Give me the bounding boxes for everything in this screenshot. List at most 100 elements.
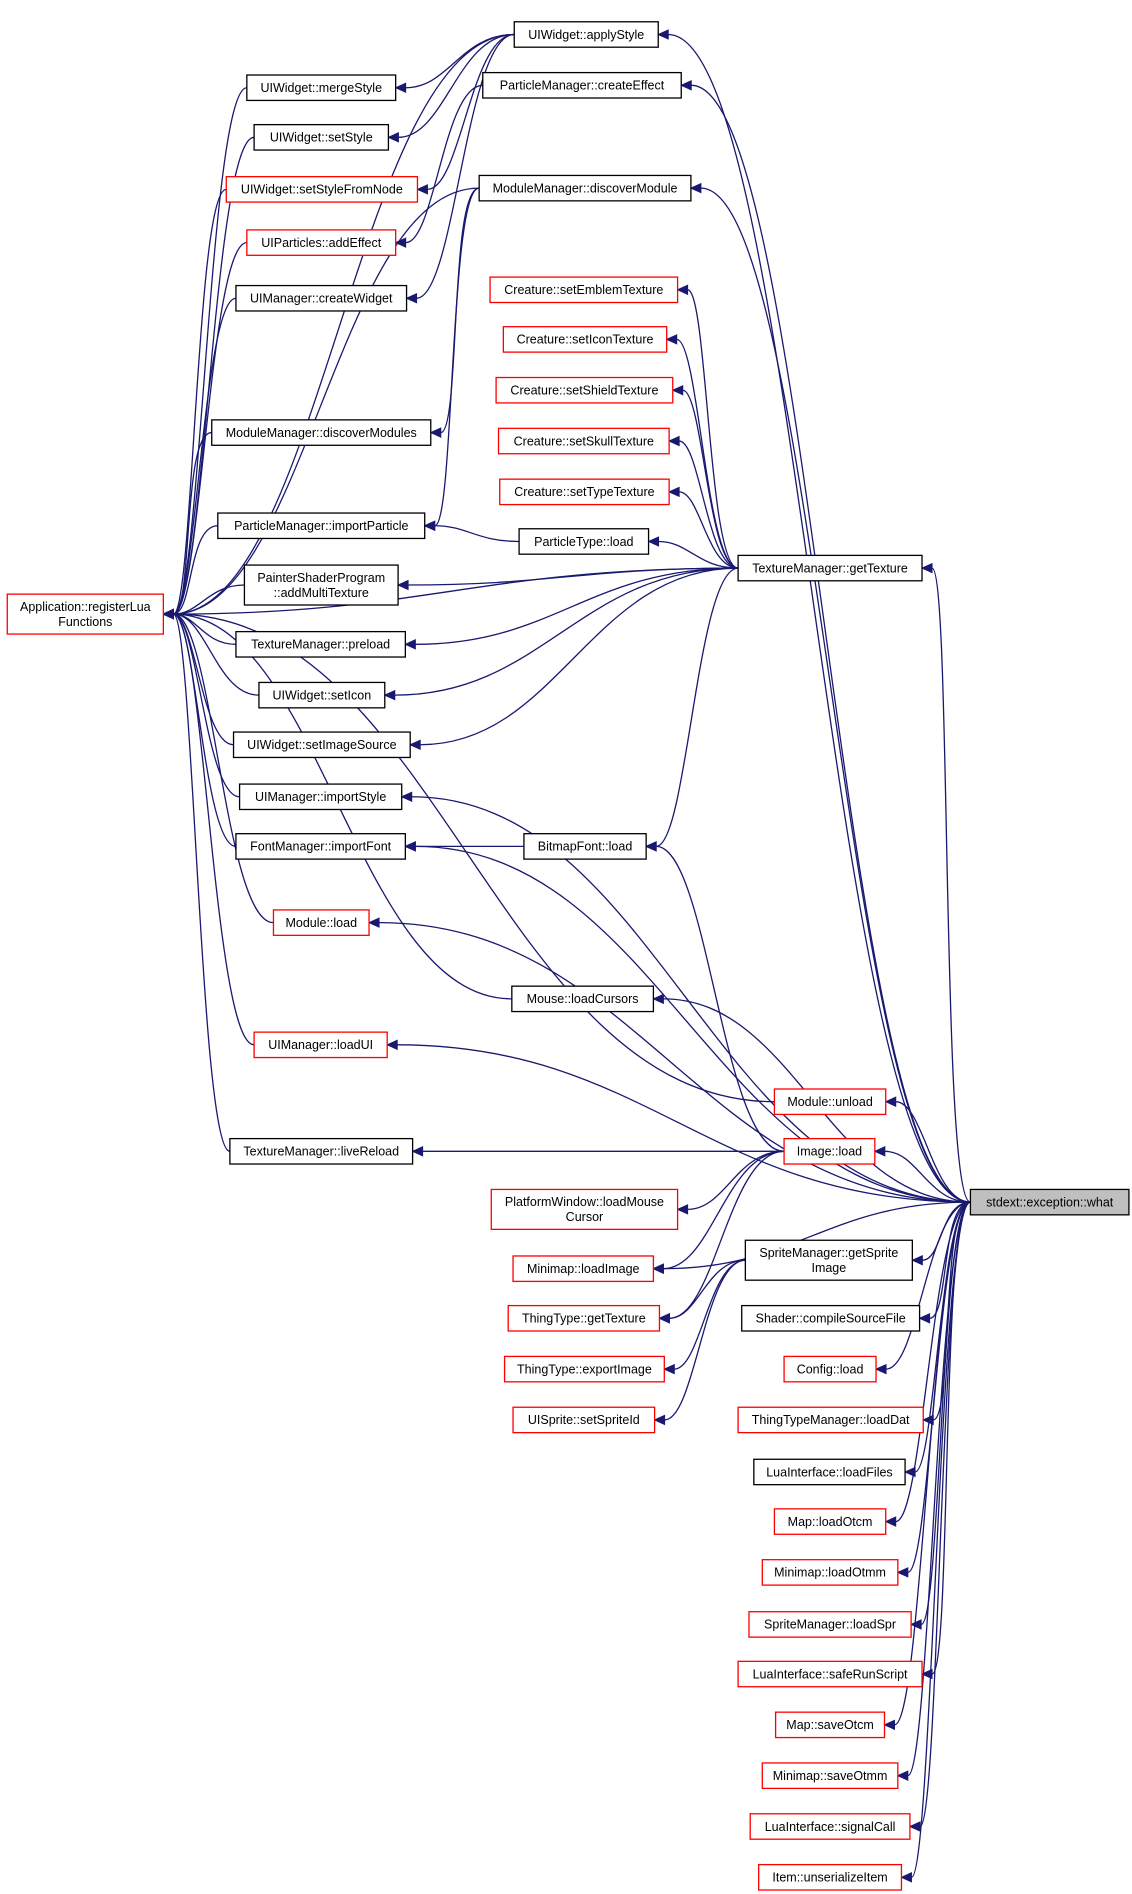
node-fontmanager-importfont[interactable]: FontManager::importFont [235, 833, 406, 860]
node-thingtype-gettexture[interactable]: ThingType::getTexture [507, 1304, 661, 1332]
node-box [744, 1239, 913, 1281]
node-thingtypemanager-loaddat[interactable]: ThingTypeManager::loadDat [737, 1406, 924, 1434]
node-luainterface-loadfiles[interactable]: LuaInterface::loadFiles [753, 1458, 906, 1486]
edge-uiwidget-setimagesource-to-texturemanager-gettexture [420, 567, 739, 746]
edge-minimap-loadimage-to-image-load [663, 1150, 785, 1270]
node-label: UIWidget::setImageSource [247, 738, 396, 752]
node-label: UIWidget::setIcon [273, 688, 372, 702]
node-box [489, 276, 679, 304]
node-texturemanager-livereload[interactable]: TextureManager::liveReload [229, 1137, 414, 1165]
node-luainterface-saferunscript[interactable]: LuaInterface::safeRunScript [737, 1660, 923, 1688]
node-minimap-loadimage[interactable]: Minimap::loadImage [512, 1255, 655, 1283]
node-paintershaderprogram-addmultitexture[interactable]: PainterShaderProgram::addMultiTexture [243, 564, 399, 606]
node-box [499, 478, 670, 506]
node-uiwidget-setstylefromnode[interactable]: UIWidget::setStyleFromNode [225, 176, 419, 203]
node-box [737, 1660, 923, 1688]
node-thingtype-exportimage[interactable]: ThingType::exportImage [503, 1355, 665, 1383]
node-uiwidget-applystyle[interactable]: UIWidget::applyStyle [513, 21, 659, 48]
node-creature-setemblemtexture[interactable]: Creature::setEmblemTexture [489, 276, 679, 304]
node-particlemanager-createeffect[interactable]: ParticleManager::createEffect [482, 71, 682, 99]
node-uiwidget-setimagesource[interactable]: UIWidget::setImageSource [232, 731, 411, 759]
edge-uiwidget-applystyle-to-stdext-exception-what [668, 33, 971, 1203]
arrowhead [383, 689, 396, 701]
edge-modulemanager-discovermodules-to-modulemanager-discovermodule [440, 187, 480, 434]
node-box [507, 1304, 661, 1332]
node-label: ModuleManager::discoverModules [226, 426, 417, 440]
node-box [753, 1458, 906, 1486]
node-uiparticles-addeffect[interactable]: UIParticles::addEffect [246, 229, 397, 256]
node-config-load[interactable]: Config::load [783, 1355, 877, 1383]
edge-map-loadotcm-to-stdext-exception-what [895, 1201, 971, 1523]
node-uisprite-setspriteid[interactable]: UISprite::setSpriteId [512, 1406, 656, 1434]
node-label: SpriteManager::loadSpr [764, 1618, 896, 1632]
node-box [969, 1188, 1130, 1216]
arrowhead [903, 1466, 916, 1478]
node-modulemanager-discovermodules[interactable]: ModuleManager::discoverModules [211, 419, 432, 446]
node-box [773, 1088, 887, 1116]
node-uimanager-createwidget[interactable]: UIManager::createWidget [235, 284, 408, 312]
node-label: Config::load [797, 1362, 864, 1376]
node-texturemanager-preload[interactable]: TextureManager::preload [235, 630, 406, 658]
node-uimanager-loadui[interactable]: UIManager::loadUI [253, 1031, 388, 1059]
edge-application-registerluafunctions-to-texturemanager-livereload [172, 613, 231, 1152]
node-uiwidget-setstyle[interactable]: UIWidget::setStyle [253, 123, 390, 151]
node-map-loadotcm[interactable]: Map::loadOtcm [773, 1508, 887, 1535]
node-box [495, 376, 674, 404]
node-item-unserializeitem[interactable]: Item::unserializeItem [758, 1863, 903, 1891]
node-box [211, 419, 432, 446]
node-label: PlatformWindow::loadMouse [505, 1195, 664, 1209]
node-texturemanager-gettexture[interactable]: TextureManager::getTexture [737, 554, 923, 582]
node-particlemanager-importparticle[interactable]: ParticleManager::importParticle [217, 512, 426, 540]
edge-application-registerluafunctions-to-modulemanager-discovermodules [173, 431, 212, 615]
node-label: Creature::setEmblemTexture [504, 283, 663, 297]
edge-item-unserializeitem-to-stdext-exception-what [910, 1201, 971, 1878]
node-minimap-saveotmm[interactable]: Minimap::saveOtmm [761, 1762, 899, 1790]
node-shader-compilesourcefile[interactable]: Shader::compileSourceFile [741, 1304, 921, 1332]
arrowhead [883, 1719, 896, 1731]
edge-creature-settypetexture-to-texturemanager-gettexture [679, 491, 739, 569]
node-uimanager-importstyle[interactable]: UIManager::importStyle [238, 783, 403, 811]
node-mouse-loadcursors[interactable]: Mouse::loadCursors [511, 985, 655, 1013]
node-uiwidget-mergestyle[interactable]: UIWidget::mergeStyle [246, 74, 397, 102]
node-creature-settypetexture[interactable]: Creature::setTypeTexture [499, 478, 670, 506]
node-spritemanager-loadspr[interactable]: SpriteManager::loadSpr [748, 1611, 912, 1638]
arrowhead [676, 284, 689, 296]
arrowhead [394, 237, 407, 248]
node-minimap-loadotmm[interactable]: Minimap::loadOtmm [761, 1559, 899, 1586]
edge-application-registerluafunctions-to-uimanager-importstyle [173, 613, 240, 798]
node-label: LuaInterface::signalCall [765, 1820, 896, 1834]
node-uiwidget-seticon[interactable]: UIWidget::setIcon [258, 681, 386, 709]
edge-bitmapfont-load-to-texturemanager-gettexture [655, 567, 739, 848]
node-luainterface-signalcall[interactable]: LuaInterface::signalCall [749, 1813, 911, 1840]
node-box [758, 1863, 903, 1891]
node-module-load[interactable]: Module::load [272, 909, 370, 936]
arrowhead [667, 435, 680, 447]
node-map-saveotcm[interactable]: Map::saveOtcm [774, 1711, 886, 1739]
node-image-load[interactable]: Image::load [783, 1137, 876, 1165]
node-label: ::addMultiTexture [274, 586, 369, 600]
arrowhead [680, 80, 692, 91]
edge-paintershaderprogram-addmultitexture-to-texturemanager-gettexture [408, 567, 739, 586]
arrowhead [884, 1096, 897, 1107]
node-stdext-exception-what[interactable]: stdext::exception::what [969, 1188, 1130, 1216]
node-bitmapfont-load[interactable]: BitmapFont::load [523, 833, 647, 860]
node-creature-setskulltexture[interactable]: Creature::setSkullTexture [497, 427, 670, 455]
node-creature-setshieldtexture[interactable]: Creature::setShieldTexture [495, 376, 674, 404]
node-label: UIWidget::setStyleFromNode [241, 183, 403, 197]
arrowhead [647, 536, 660, 547]
node-modulemanager-discovermodule[interactable]: ModuleManager::discoverModule [478, 174, 692, 202]
node-label: ThingType::getTexture [522, 1312, 646, 1326]
node-particletype-load[interactable]: ParticleType::load [518, 528, 650, 555]
edge-uiwidget-seticon-to-texturemanager-gettexture [394, 567, 739, 696]
node-box [749, 1813, 911, 1840]
node-module-unload[interactable]: Module::unload [773, 1088, 887, 1116]
node-creature-seticontexture[interactable]: Creature::setIconTexture [502, 326, 668, 353]
edge-minimap-loadimage-to-stdext-exception-what [663, 1201, 971, 1270]
edge-application-registerluafunctions-to-module-load [173, 613, 274, 924]
node-box [478, 174, 692, 202]
node-box [253, 123, 390, 151]
edge-module-load-to-stdext-exception-what [379, 921, 971, 1203]
